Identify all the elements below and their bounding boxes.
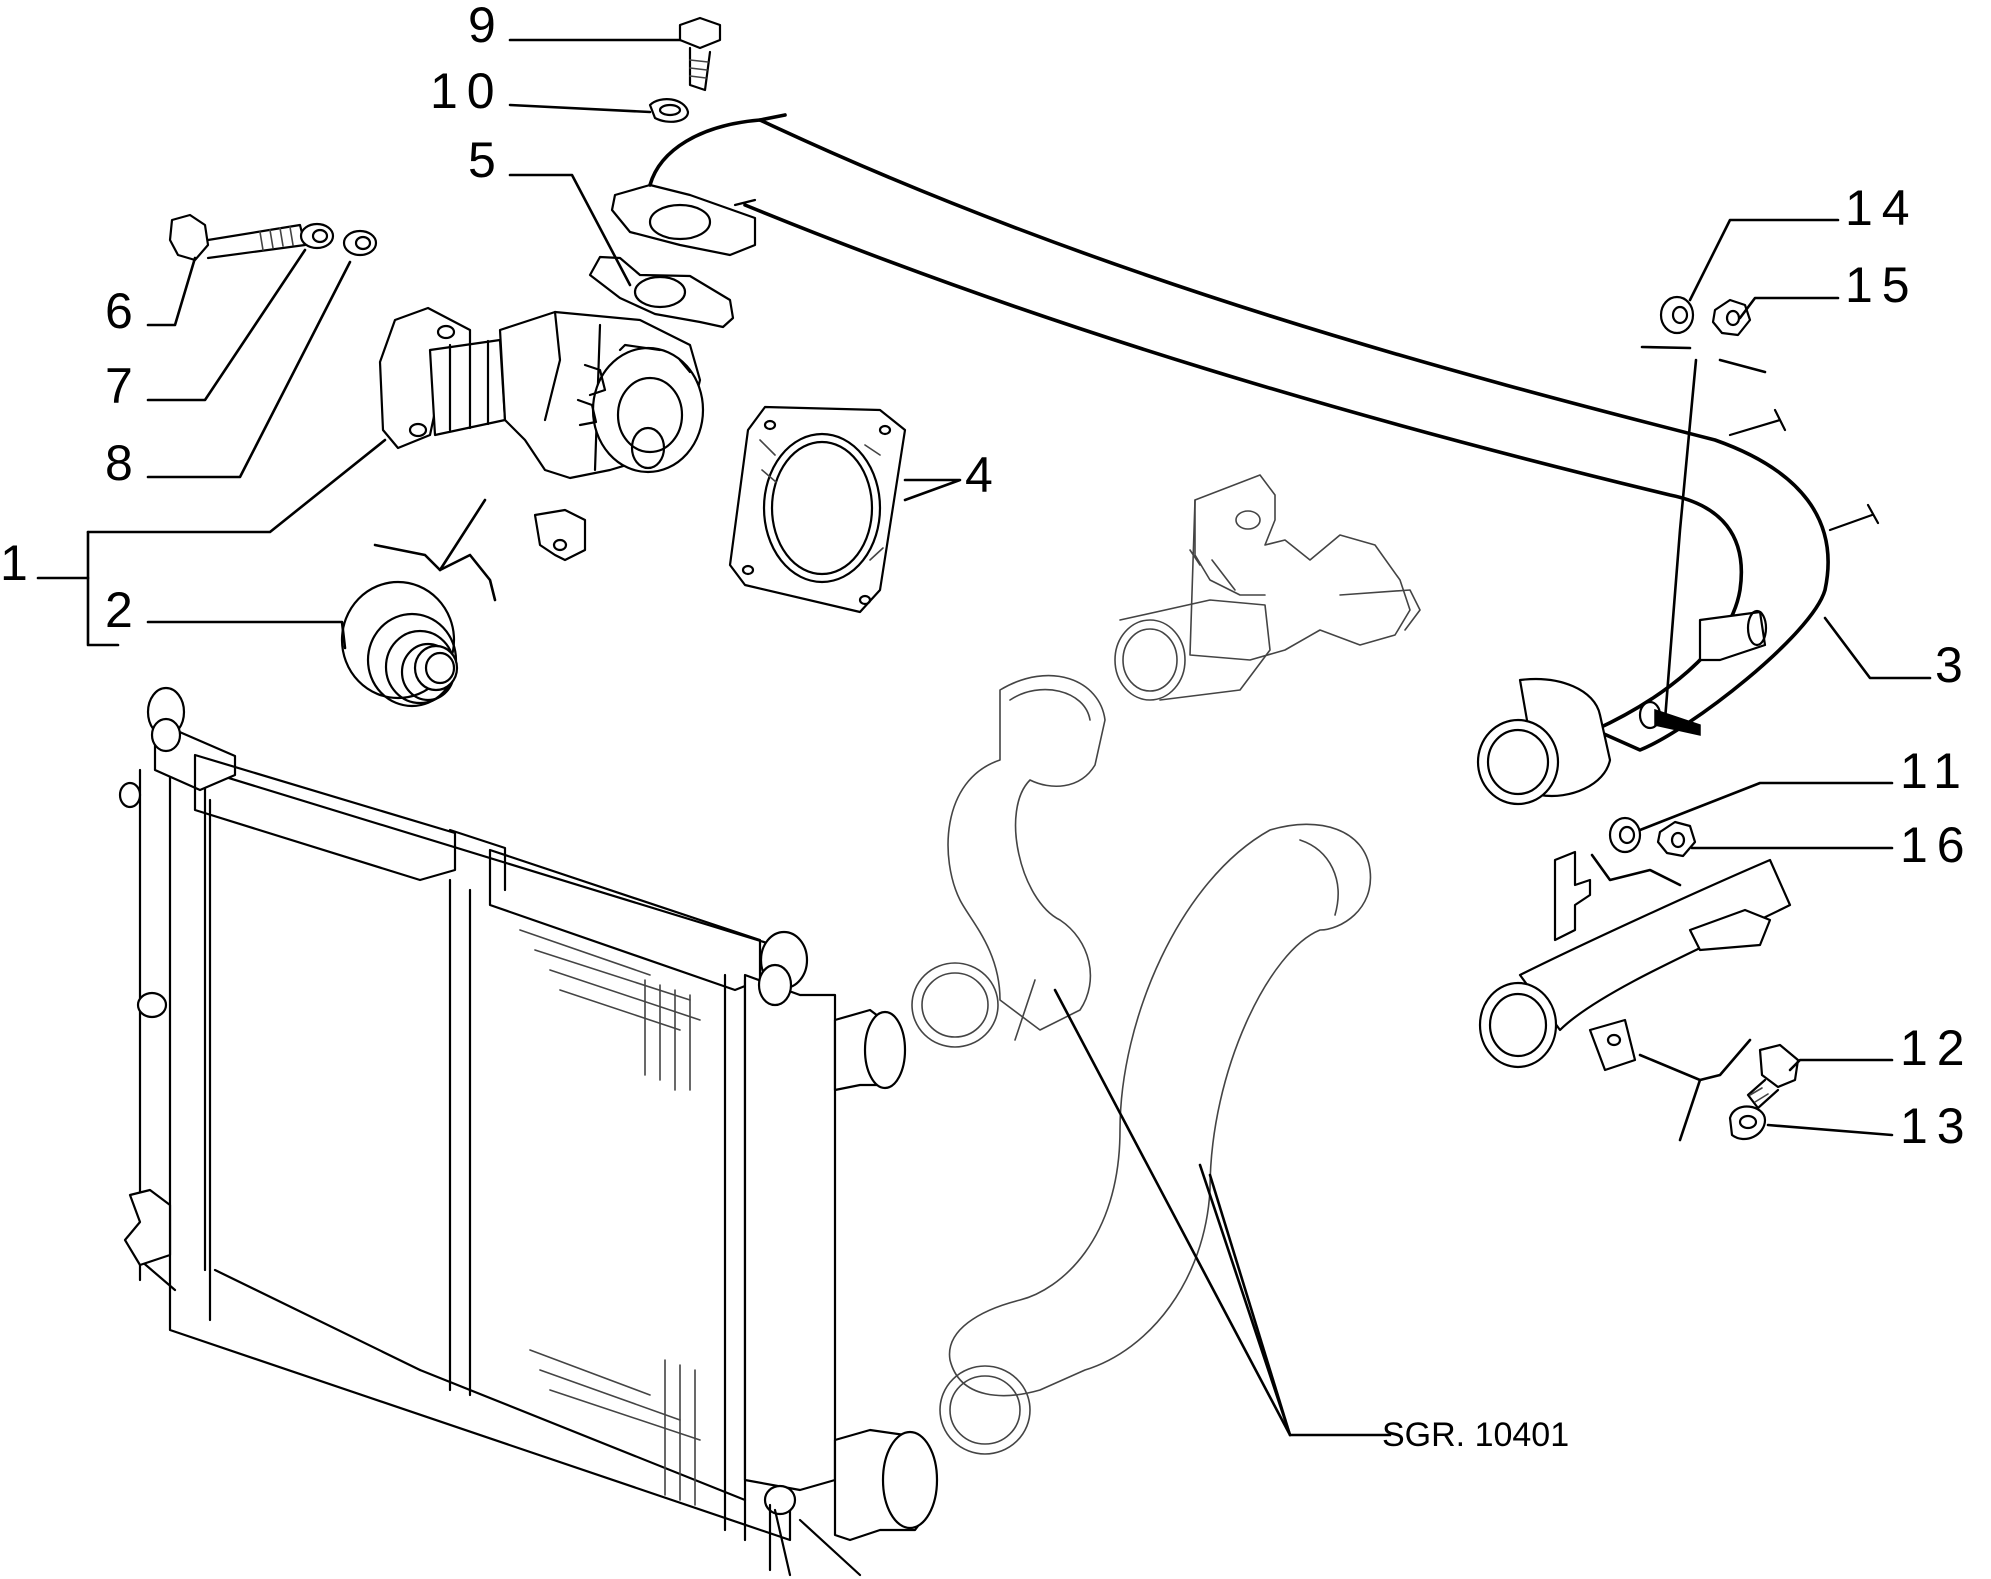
washer-7 [299, 222, 335, 250]
leader-lines [36, 38, 1932, 1437]
reference-code: SGR. 10401 [1382, 1416, 1569, 1454]
radiator-hose-upper [911, 674, 1106, 1048]
callout-9: 9 [468, 0, 505, 53]
callout-10: 10 [430, 63, 504, 119]
callout-labels: 9 10 5 6 7 8 1 2 4 3 14 15 11 16 12 13 S… [0, 0, 1974, 1454]
callout-6: 6 [105, 283, 142, 339]
bolt-6 [168, 213, 307, 262]
washer-14 [1659, 295, 1695, 335]
callout-14: 14 [1845, 180, 1919, 236]
pump-pulley [340, 580, 459, 708]
washer-8 [342, 229, 378, 257]
callout-12: 12 [1900, 1020, 1974, 1076]
thermostat-housing [1114, 474, 1421, 701]
callout-7: 7 [105, 358, 142, 414]
callout-8: 8 [105, 435, 142, 491]
callout-5: 5 [468, 132, 505, 188]
washer-11 [1608, 816, 1642, 854]
callout-11: 11 [1900, 743, 1970, 799]
gasket-large [728, 405, 907, 614]
callout-1: 1 [0, 535, 37, 591]
coolant-pipe-upper [610, 113, 1880, 806]
callout-4: 4 [965, 447, 1002, 503]
radiator-hose-lower [939, 823, 1372, 1455]
callout-16: 16 [1900, 817, 1974, 873]
callout-15: 15 [1845, 257, 1919, 313]
bolt-12 [1746, 1043, 1800, 1110]
callout-2: 2 [105, 582, 142, 638]
assembly-brackets [373, 345, 1767, 1142]
washer-10 [648, 98, 690, 123]
water-pump [378, 306, 705, 562]
bolt-9 [678, 16, 722, 92]
nut-15 [1711, 298, 1752, 337]
washer-13 [1728, 1105, 1767, 1141]
callout-13: 13 [1900, 1098, 1974, 1154]
coolant-pipe-lower [1478, 850, 1792, 1072]
callout-3: 3 [1935, 637, 1972, 693]
nut-16 [1656, 820, 1697, 858]
radiator [118, 686, 939, 1577]
